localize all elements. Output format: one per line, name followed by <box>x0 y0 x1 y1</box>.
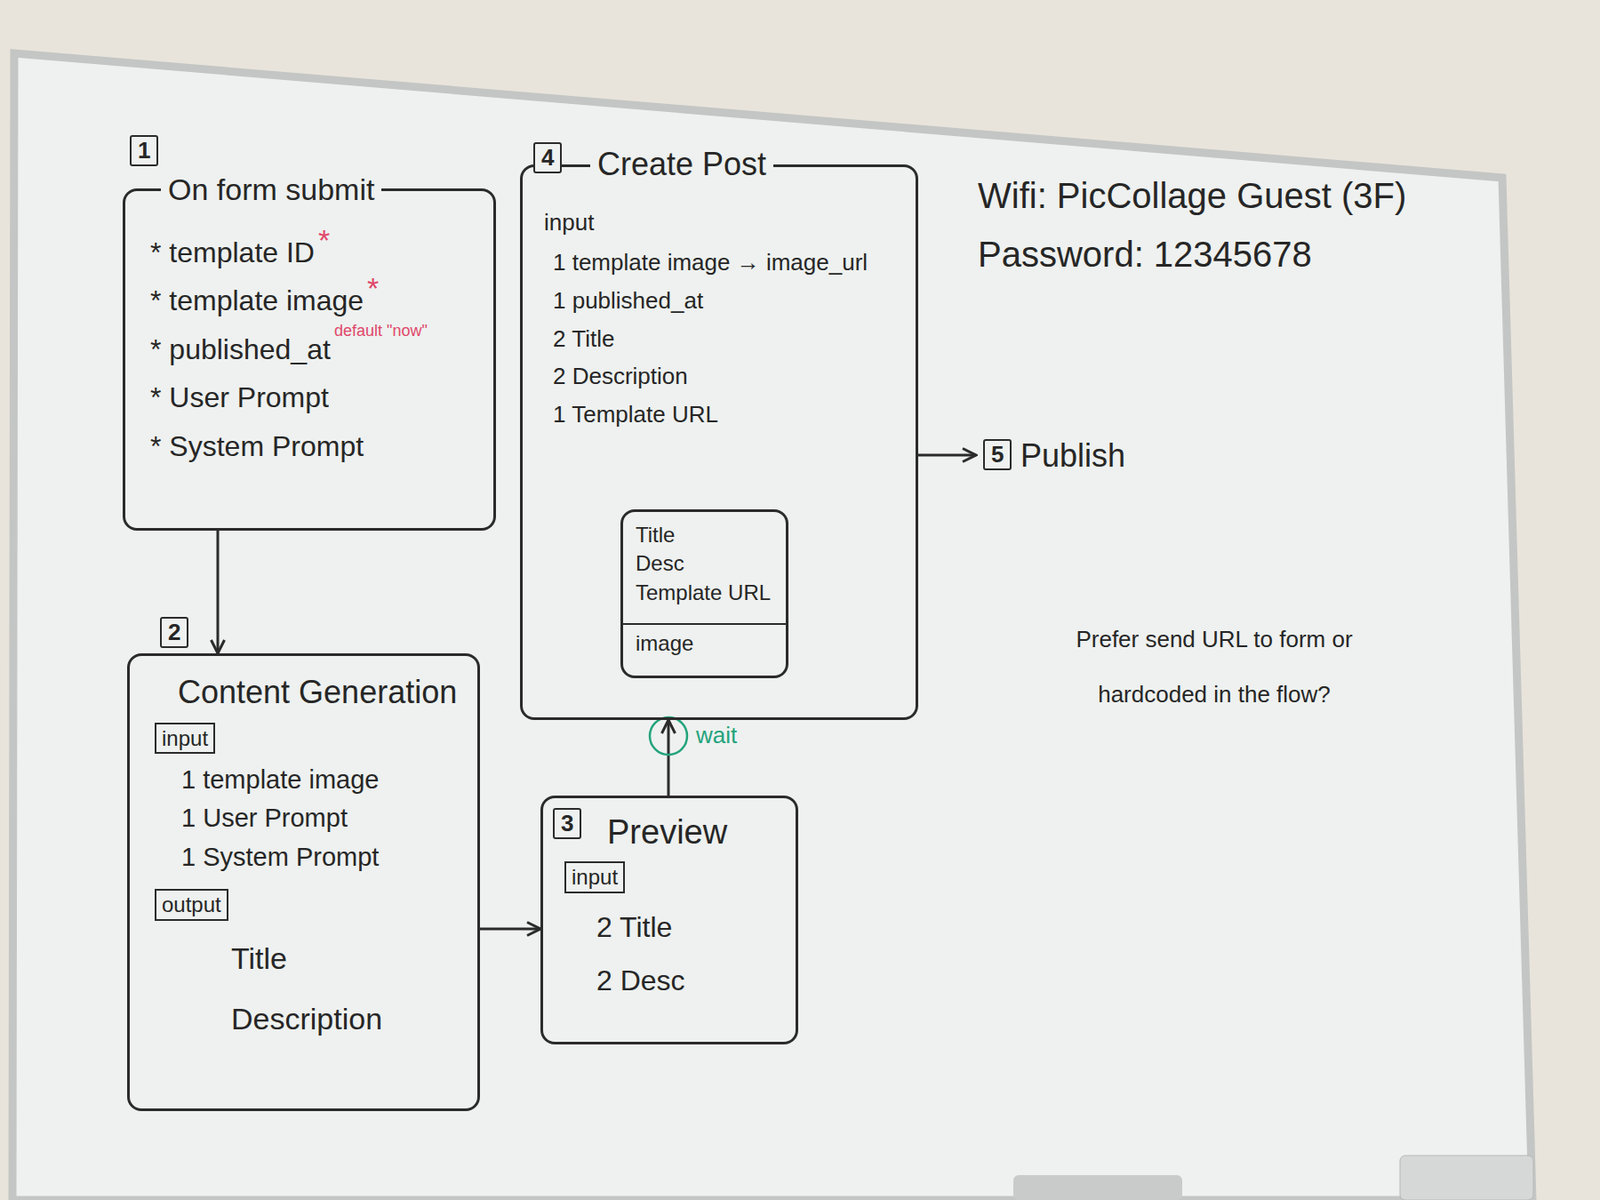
field-text: 1 published_at <box>552 281 704 320</box>
wait-circle <box>649 717 688 755</box>
callout-number: 1 <box>129 135 159 167</box>
section-tag: output <box>154 888 229 920</box>
field-text: Description <box>231 988 383 1049</box>
field-text: Publish <box>1020 435 1126 476</box>
required-mark: * <box>318 224 330 256</box>
callout-number: 5 <box>983 439 1012 471</box>
process-box: Content Generationinput1 template image1… <box>127 653 480 1112</box>
flow-arrow <box>667 720 671 796</box>
section-tag: input <box>544 208 594 239</box>
question-note: Prefer send URL to form or hardcoded in … <box>1045 611 1384 723</box>
box-heading: Content Generation <box>151 672 457 714</box>
callout-number: 3 <box>552 808 582 840</box>
wifi-note: Wifi: PicCollage Guest (3F) <box>977 174 1407 217</box>
section-tag: input <box>564 861 625 893</box>
box-heading: Create Post <box>590 144 774 186</box>
flow-arrow <box>918 454 976 457</box>
field-text: * published_at <box>150 325 331 374</box>
callout-number: 4 <box>533 142 562 174</box>
flow-arrow <box>480 928 541 931</box>
process-box: On form submit* template ID* template im… <box>122 188 496 531</box>
field-text: * template image <box>150 276 364 325</box>
flow-arrow <box>216 530 220 654</box>
field-text: * template ID <box>150 228 315 277</box>
field-text: image <box>623 623 786 657</box>
field-text: 2 Title <box>552 320 615 359</box>
field-text: Desc <box>635 549 685 578</box>
field-text: 2 Title <box>596 900 672 955</box>
callout-number: 2 <box>160 616 189 648</box>
board-surface <box>12 53 1533 1200</box>
box-heading: On form submit <box>160 169 382 209</box>
field-text: 1 System Prompt <box>181 838 379 878</box>
section-tag: input <box>154 722 216 754</box>
default-note: default "now" <box>334 321 428 342</box>
field-text: 1 User Prompt <box>181 799 348 839</box>
box-heading: Preview <box>560 810 728 855</box>
field-text: 2 Desc <box>596 953 686 1008</box>
field-text: * User Prompt <box>150 373 329 422</box>
field-text: Template URL <box>635 578 771 608</box>
required-mark: * <box>367 272 379 304</box>
edge-label: wait <box>693 721 740 750</box>
process-box: Create Postinput1 template image → image… <box>520 164 919 720</box>
inner-box: TitleDescTemplate URL image <box>620 509 789 679</box>
marker-holder <box>1400 1155 1534 1200</box>
field-text: 2 Description <box>552 357 688 396</box>
eraser <box>1013 1175 1183 1200</box>
field-text: 1 template image → image_url <box>552 243 868 282</box>
field-text: 1 Template URL <box>552 395 719 434</box>
field-text: Title <box>635 520 675 550</box>
password-note: Password: 12345678 <box>977 232 1312 276</box>
field-text: * System Prompt <box>150 422 364 471</box>
field-text: Title <box>231 928 288 989</box>
field-text: 1 template image <box>181 760 379 800</box>
